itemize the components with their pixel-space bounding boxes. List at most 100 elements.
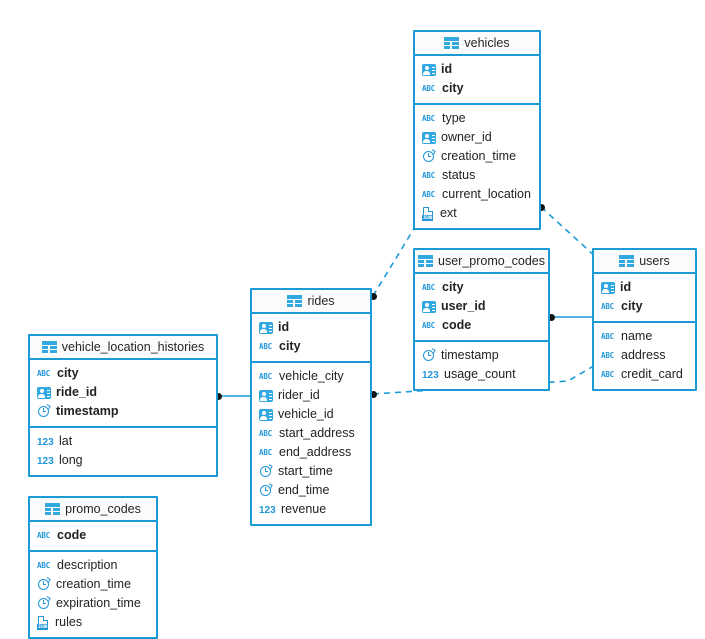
- column-label: start_address: [279, 426, 355, 440]
- table-name-label: rides: [307, 294, 335, 308]
- abc-string-icon: ABC: [601, 350, 614, 360]
- table-name-label: vehicle_location_histories: [61, 340, 205, 354]
- id-reference-icon: [37, 386, 51, 399]
- table-title-rides[interactable]: rides: [252, 290, 370, 314]
- key-column-id[interactable]: id: [252, 318, 370, 337]
- column-rules[interactable]: JSON rules: [30, 613, 156, 632]
- relationship-line-rides-to-vehicles[interactable]: [372, 221, 419, 297]
- table-title-users[interactable]: users: [594, 250, 695, 274]
- clock-timestamp-icon: [259, 483, 273, 498]
- 123-number-icon: 123: [37, 455, 54, 467]
- table-title-user_promo_codes[interactable]: user_promo_codes: [415, 250, 548, 274]
- column-creation_time[interactable]: creation_time: [415, 147, 539, 166]
- abc-string-icon: ABC: [422, 320, 435, 330]
- clock-timestamp-icon: [422, 149, 436, 164]
- column-end_time[interactable]: end_time: [252, 481, 370, 500]
- key-column-user_id[interactable]: user_id: [415, 297, 548, 316]
- abc-string-icon: ABC: [259, 447, 272, 457]
- clock-timestamp-icon: [37, 596, 51, 611]
- abc-string-icon: ABC: [601, 331, 614, 341]
- column-label: id: [620, 280, 632, 294]
- column-owner_id[interactable]: owner_id: [415, 128, 539, 147]
- column-label: vehicle_id: [278, 407, 334, 421]
- column-label: status: [442, 168, 476, 182]
- column-label: user_id: [441, 299, 486, 313]
- column-timestamp[interactable]: timestamp: [415, 346, 548, 365]
- json-document-icon: JSON: [37, 616, 50, 630]
- column-label: credit_card: [621, 367, 683, 381]
- table-title-vehicle_location_histories[interactable]: vehicle_location_histories: [30, 336, 216, 360]
- clock-timestamp-icon: [259, 464, 273, 479]
- column-label: rules: [55, 615, 83, 629]
- clock-timestamp-icon: [422, 348, 436, 363]
- column-label: city: [279, 339, 301, 353]
- table-grid-icon: [444, 37, 460, 49]
- table-title-promo_codes[interactable]: promo_codes: [30, 498, 156, 522]
- column-label: address: [621, 348, 666, 362]
- column-label: city: [57, 366, 79, 380]
- column-ext[interactable]: JSON ext: [415, 204, 539, 223]
- table-name-label: users: [639, 254, 670, 268]
- abc-string-icon: ABC: [601, 301, 614, 311]
- table-title-vehicles[interactable]: vehicles: [415, 32, 539, 56]
- column-label: city: [442, 280, 464, 294]
- table-name-label: promo_codes: [65, 502, 141, 516]
- column-vehicle_id[interactable]: vehicle_id: [252, 405, 370, 424]
- abc-string-icon: ABC: [422, 113, 435, 123]
- key-column-ride_id[interactable]: ride_id: [30, 383, 216, 402]
- column-address[interactable]: ABC address: [594, 346, 695, 365]
- column-rider_id[interactable]: rider_id: [252, 386, 370, 405]
- column-type[interactable]: ABC type: [415, 109, 539, 128]
- column-label: ext: [440, 206, 457, 220]
- key-column-city[interactable]: ABC city: [252, 337, 370, 356]
- column-label: creation_time: [56, 577, 132, 591]
- 123-number-icon: 123: [37, 436, 54, 448]
- key-column-id[interactable]: id: [415, 60, 539, 79]
- abc-string-icon: ABC: [259, 371, 272, 381]
- column-expiration_time[interactable]: expiration_time: [30, 594, 156, 613]
- clock-timestamp-icon: [37, 577, 51, 592]
- id-reference-icon: [259, 389, 273, 402]
- column-label: end_time: [278, 483, 330, 497]
- column-label: timestamp: [441, 348, 499, 362]
- column-start_time[interactable]: start_time: [252, 462, 370, 481]
- column-label: type: [442, 111, 466, 125]
- json-document-icon: JSON: [422, 207, 435, 221]
- column-label: city: [621, 299, 643, 313]
- column-creation_time[interactable]: creation_time: [30, 575, 156, 594]
- table-grid-icon: [619, 255, 635, 267]
- key-column-city[interactable]: ABC city: [594, 297, 695, 316]
- key-column-id[interactable]: id: [594, 278, 695, 297]
- abc-string-icon: ABC: [259, 341, 272, 351]
- column-label: end_address: [279, 445, 352, 459]
- column-end_address[interactable]: ABC end_address: [252, 443, 370, 462]
- column-label: owner_id: [441, 130, 492, 144]
- key-column-timestamp[interactable]: timestamp: [30, 402, 216, 421]
